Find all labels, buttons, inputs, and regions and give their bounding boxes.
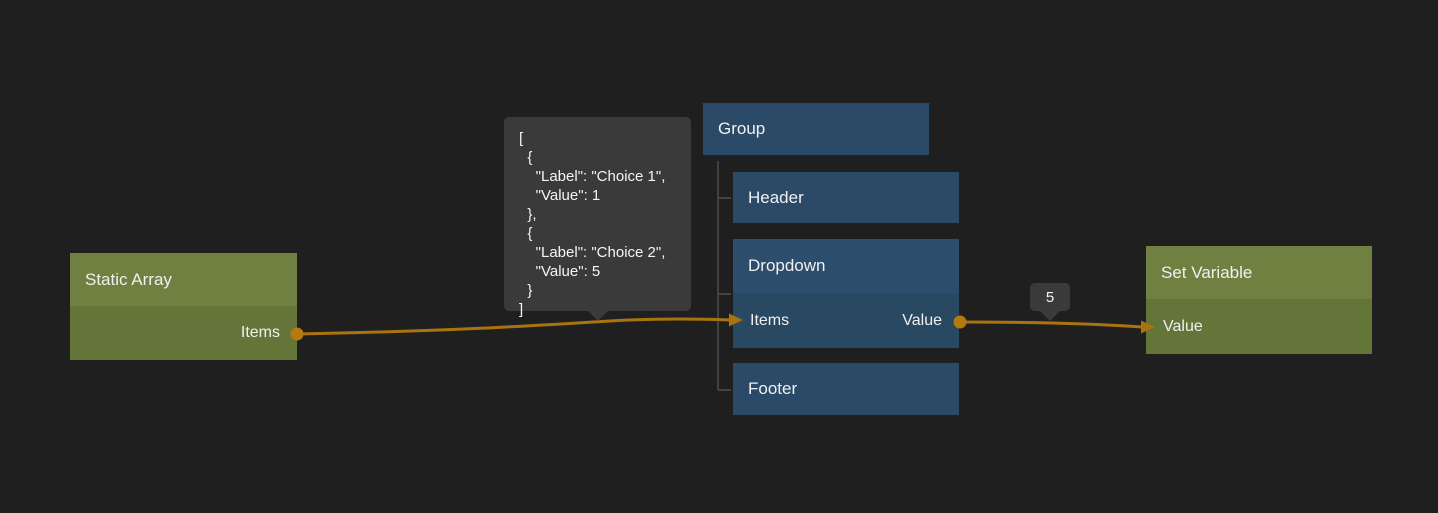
node-dropdown[interactable]: Dropdown Items Value [733, 239, 959, 348]
node-set-variable-title[interactable]: Set Variable [1146, 246, 1372, 299]
json-line: [ [519, 130, 524, 147]
items-data-preview-tooltip: [ { "Label": "Choice 1", "Value": 1 }, {… [504, 117, 691, 321]
json-line: } [519, 282, 533, 299]
node-header[interactable]: Header [733, 172, 959, 223]
json-line: { [519, 149, 533, 166]
dropdown-input-items-label[interactable]: Items [750, 311, 790, 329]
node-set-variable[interactable]: Set Variable Value [1146, 246, 1372, 354]
json-line: }, [519, 206, 537, 223]
wire-items[interactable] [296, 317, 731, 336]
static-array-output-items-label[interactable]: Items [240, 324, 280, 341]
json-line: "Label": "Choice 1", [519, 168, 666, 185]
set-variable-input-value-label[interactable]: Value [1163, 317, 1203, 335]
value-data-preview-tooltip: 5 [1030, 283, 1070, 321]
node-static-array-title[interactable]: Static Array [70, 253, 297, 306]
dropdown-output-value-label[interactable]: Value [902, 311, 942, 329]
node-header-title[interactable]: Header [733, 172, 959, 223]
node-dropdown-title[interactable]: Dropdown [733, 239, 959, 293]
wire-value[interactable] [959, 320, 1143, 329]
json-line: ] [519, 301, 524, 318]
node-footer-title[interactable]: Footer [733, 363, 959, 415]
node-group[interactable]: Group [703, 103, 929, 155]
json-line: "Value": 5 [519, 263, 601, 280]
json-line: "Value": 1 [519, 187, 601, 204]
json-line: { [519, 225, 533, 242]
node-group-title[interactable]: Group [703, 103, 929, 155]
value-preview-text: 5 [1045, 288, 1055, 306]
node-footer[interactable]: Footer [733, 363, 959, 415]
group-tree-connector [717, 161, 731, 391]
json-line: "Label": "Choice 2", [519, 244, 666, 261]
node-static-array[interactable]: Static Array Items [70, 253, 297, 360]
